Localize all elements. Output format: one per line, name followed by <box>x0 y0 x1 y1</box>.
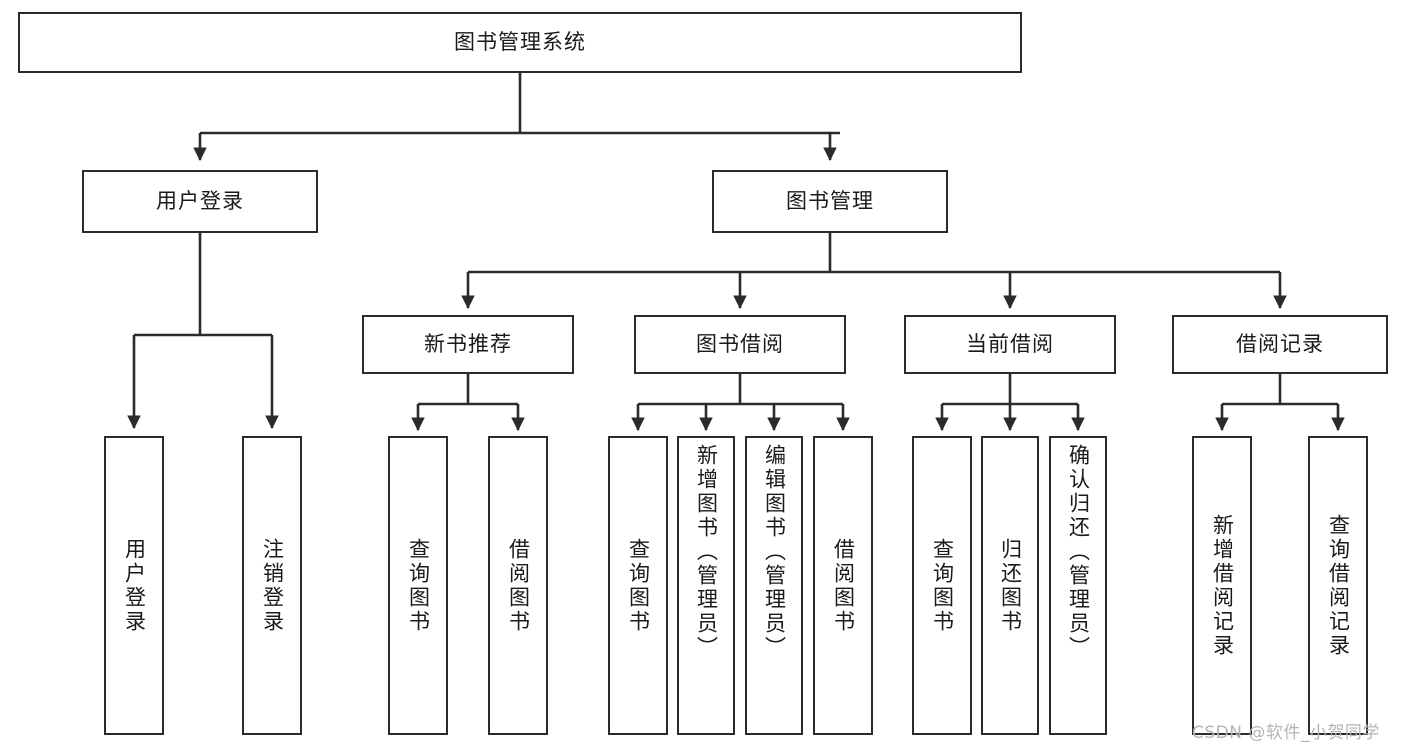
node-label: 查询图书 <box>626 537 651 634</box>
node-label: 确认归还（管理员） <box>1066 444 1091 660</box>
node-label: 查询借阅记录 <box>1326 513 1351 658</box>
node-root-book-management-system[interactable]: 图书管理系统 <box>18 12 1022 73</box>
node-label: 查询图书 <box>406 537 431 634</box>
leaf-node-query-borrow-record[interactable]: 查询借阅记录 <box>1308 436 1368 735</box>
leaf-node-return-book[interactable]: 归还图书 <box>981 436 1039 735</box>
node-label: 用户登录 <box>156 189 244 214</box>
node-label: 新书推荐 <box>424 332 512 357</box>
node-book-borrow[interactable]: 图书借阅 <box>634 315 846 374</box>
csdn-watermark: CSDN @软件_小贺同学 <box>1192 723 1380 743</box>
node-borrow-record[interactable]: 借阅记录 <box>1172 315 1388 374</box>
node-new-book-recommendation[interactable]: 新书推荐 <box>362 315 574 374</box>
leaf-node-edit-book-admin[interactable]: 编辑图书（管理员） <box>745 436 803 735</box>
leaf-node-logout-login[interactable]: 注销登录 <box>242 436 302 735</box>
node-label: 图书管理系统 <box>454 30 586 55</box>
leaf-node-add-book-admin[interactable]: 新增图书（管理员） <box>677 436 735 735</box>
leaf-node-query-book-rec[interactable]: 查询图书 <box>388 436 448 735</box>
node-label: 查询图书 <box>930 537 955 634</box>
leaf-node-query-book-borrow[interactable]: 查询图书 <box>608 436 668 735</box>
leaf-node-add-borrow-record[interactable]: 新增借阅记录 <box>1192 436 1252 735</box>
node-label: 归还图书 <box>998 537 1023 634</box>
node-label: 借阅记录 <box>1236 332 1324 357</box>
node-current-borrow[interactable]: 当前借阅 <box>904 315 1116 374</box>
leaf-node-confirm-return-admin[interactable]: 确认归还（管理员） <box>1049 436 1107 735</box>
node-label: 图书管理 <box>786 189 874 214</box>
node-label: 新增图书（管理员） <box>694 444 719 660</box>
leaf-node-query-book-current[interactable]: 查询图书 <box>912 436 972 735</box>
node-label: 用户登录 <box>122 537 147 634</box>
node-label: 新增借阅记录 <box>1210 513 1235 658</box>
leaf-node-borrow-book-rec[interactable]: 借阅图书 <box>488 436 548 735</box>
node-label: 注销登录 <box>260 537 285 634</box>
node-label: 编辑图书（管理员） <box>762 444 787 660</box>
node-label: 借阅图书 <box>506 537 531 634</box>
node-user-login[interactable]: 用户登录 <box>82 170 318 233</box>
node-book-management[interactable]: 图书管理 <box>712 170 948 233</box>
leaf-node-user-login[interactable]: 用户登录 <box>104 436 164 735</box>
node-label: 图书借阅 <box>696 332 784 357</box>
node-label: 当前借阅 <box>966 332 1054 357</box>
node-label: 借阅图书 <box>831 537 856 634</box>
leaf-node-borrow-book[interactable]: 借阅图书 <box>813 436 873 735</box>
